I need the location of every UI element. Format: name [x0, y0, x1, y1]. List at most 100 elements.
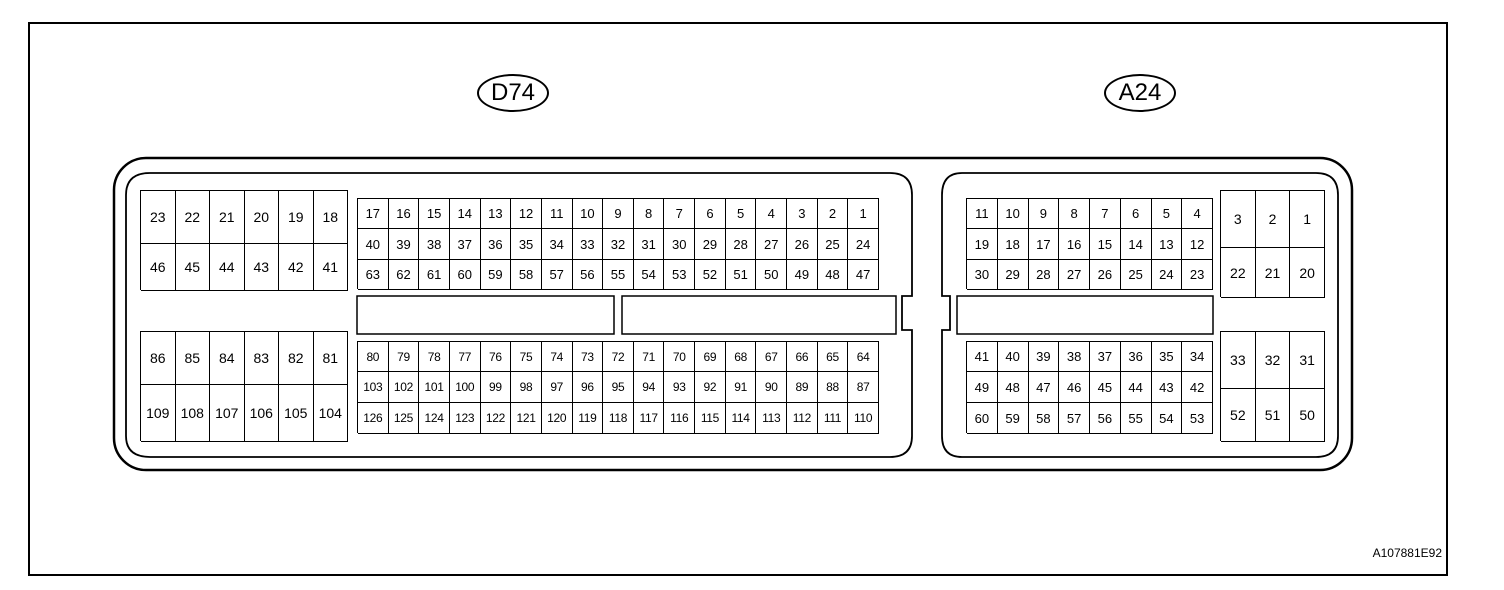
- pin-109: 109: [141, 385, 176, 442]
- pin-55: 55: [603, 260, 634, 290]
- pin-39: 39: [1028, 342, 1060, 372]
- pin-94: 94: [633, 372, 665, 403]
- pin-13: 13: [1151, 229, 1183, 260]
- pin-30: 30: [967, 260, 998, 290]
- pin-119: 119: [572, 403, 604, 434]
- pin-115: 115: [695, 403, 726, 434]
- pin-126: 126: [358, 403, 389, 434]
- pin-93: 93: [664, 372, 696, 403]
- pin-76: 76: [480, 342, 512, 372]
- pin-70: 70: [664, 342, 696, 372]
- pin-61: 61: [419, 260, 450, 290]
- pin-38: 38: [1059, 342, 1090, 372]
- pin-5: 5: [725, 199, 757, 229]
- pin-88: 88: [817, 372, 849, 403]
- d74-connector-label: D74: [477, 74, 549, 112]
- pin-72: 72: [603, 342, 634, 372]
- pin-58: 58: [1028, 403, 1060, 434]
- pin-1: 1: [1290, 191, 1325, 248]
- pin-55: 55: [1120, 403, 1152, 434]
- pin-43: 43: [244, 244, 279, 291]
- pin-68: 68: [725, 342, 757, 372]
- pin-34: 34: [1182, 342, 1213, 372]
- d74-housing-inner: [125, 172, 913, 458]
- pin-22: 22: [1221, 248, 1256, 298]
- pin-6: 6: [1120, 199, 1152, 229]
- pin-27: 27: [756, 229, 788, 260]
- a24-connector-label: A24: [1104, 74, 1176, 112]
- pin-111: 111: [817, 403, 849, 434]
- pin-47: 47: [1028, 372, 1060, 403]
- pin-31: 31: [633, 229, 665, 260]
- pin-15: 15: [419, 199, 450, 229]
- pin-8: 8: [633, 199, 665, 229]
- pin-58: 58: [511, 260, 542, 290]
- pin-3: 3: [787, 199, 818, 229]
- pin-75: 75: [511, 342, 542, 372]
- pin-52: 52: [1221, 389, 1256, 442]
- pin-24: 24: [848, 229, 879, 260]
- pin-54: 54: [1151, 403, 1183, 434]
- pin-3: 3: [1221, 191, 1256, 248]
- pin-120: 120: [541, 403, 573, 434]
- pin-91: 91: [725, 372, 757, 403]
- pin-98: 98: [511, 372, 542, 403]
- pin-116: 116: [664, 403, 696, 434]
- housing-outer: [112, 156, 1354, 472]
- pin-102: 102: [388, 372, 420, 403]
- pin-37: 37: [449, 229, 481, 260]
- pin-16: 16: [1059, 229, 1090, 260]
- pin-25: 25: [1120, 260, 1152, 290]
- pin-16: 16: [388, 199, 420, 229]
- pin-95: 95: [603, 372, 634, 403]
- pin-48: 48: [817, 260, 849, 290]
- pin-108: 108: [175, 385, 210, 442]
- pin-47: 47: [848, 260, 879, 290]
- pin-107: 107: [210, 385, 245, 442]
- pin-6: 6: [695, 199, 726, 229]
- pin-2: 2: [817, 199, 849, 229]
- pin-49: 49: [787, 260, 818, 290]
- pin-112: 112: [787, 403, 818, 434]
- pin-29: 29: [695, 229, 726, 260]
- pin-104: 104: [313, 385, 348, 442]
- pin-59: 59: [480, 260, 512, 290]
- pin-110: 110: [848, 403, 879, 434]
- pin-44: 44: [1120, 372, 1152, 403]
- pin-52: 52: [695, 260, 726, 290]
- pin-96: 96: [572, 372, 604, 403]
- d74-key-slot-left: [356, 295, 615, 335]
- pin-87: 87: [848, 372, 879, 403]
- pin-86: 86: [141, 332, 176, 385]
- pin-45: 45: [1090, 372, 1121, 403]
- pin-73: 73: [572, 342, 604, 372]
- pin-42: 42: [1182, 372, 1213, 403]
- pin-42: 42: [279, 244, 314, 291]
- pin-7: 7: [664, 199, 696, 229]
- pin-78: 78: [419, 342, 450, 372]
- pin-48: 48: [997, 372, 1029, 403]
- pin-69: 69: [695, 342, 726, 372]
- pin-46: 46: [1059, 372, 1090, 403]
- pin-26: 26: [787, 229, 818, 260]
- pin-41: 41: [313, 244, 348, 291]
- pin-106: 106: [244, 385, 279, 442]
- pin-19: 19: [967, 229, 998, 260]
- a24-key-slot: [956, 295, 1214, 335]
- pin-2: 2: [1255, 191, 1291, 248]
- pin-4: 4: [756, 199, 788, 229]
- pin-113: 113: [756, 403, 788, 434]
- pin-71: 71: [633, 342, 665, 372]
- pin-18: 18: [997, 229, 1029, 260]
- pin-12: 12: [511, 199, 542, 229]
- pin-60: 60: [967, 403, 998, 434]
- pin-118: 118: [603, 403, 634, 434]
- pin-30: 30: [664, 229, 696, 260]
- pin-40: 40: [997, 342, 1029, 372]
- pin-83: 83: [244, 332, 279, 385]
